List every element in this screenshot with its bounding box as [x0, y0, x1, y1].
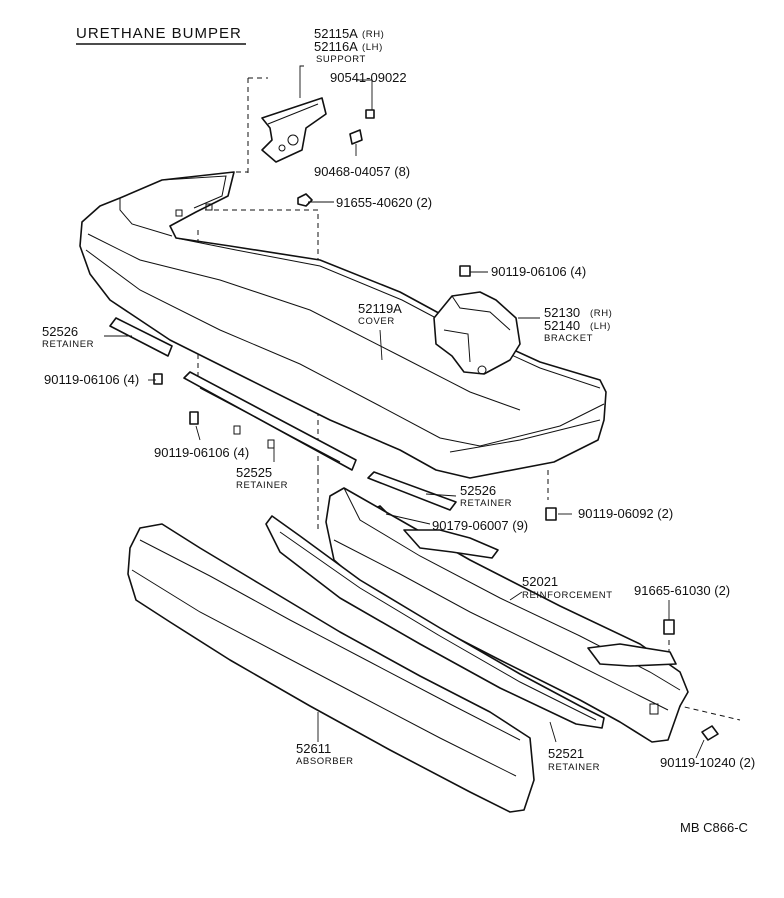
support-rh-tag: (RH): [362, 29, 384, 40]
label-retainer-left: 52526 RETAINER: [42, 324, 94, 350]
retainer-center-name: RETAINER: [236, 480, 288, 491]
absorber-number: 52611: [296, 741, 331, 756]
retainer-left-number: 52526: [42, 324, 78, 339]
cover-number: 52119A: [358, 301, 402, 316]
bolt-90119-left: [153, 373, 163, 385]
absorber-name: ABSORBER: [296, 756, 354, 767]
bracket-lh-number: 52140: [544, 318, 580, 333]
label-90541: 90541-09022: [330, 70, 407, 85]
retainer-right-name: RETAINER: [460, 498, 512, 509]
label-91655: 91655-40620 (2): [336, 195, 432, 210]
label-90179: 90179-06007 (9): [432, 518, 528, 533]
retainer-left: [109, 317, 173, 357]
label-90119-bracket: 90119-06106 (4): [491, 264, 586, 279]
absorber: [127, 523, 535, 813]
bracket-rh-tag: (RH): [590, 308, 612, 319]
bracket-name: BRACKET: [544, 333, 593, 344]
label-90119-10240: 90119-10240 (2): [660, 755, 755, 770]
support-rh-number: 52115A: [314, 26, 358, 41]
bolt-91655: [297, 193, 313, 207]
diagram-title: URETHANE BUMPER: [76, 25, 242, 42]
support-lh-tag: (LH): [362, 42, 383, 53]
label-91665: 91665-61030 (2): [634, 583, 730, 598]
support-lh-number: 52116A: [314, 39, 358, 54]
bolt-90119-right: [545, 507, 557, 521]
label-retainer-center: 52525 RETAINER: [236, 465, 288, 491]
bumper-cover: [79, 171, 607, 479]
retainer-lower: [265, 515, 605, 729]
label-reinforcement: 52021 REINFORCEMENT: [522, 574, 613, 601]
retainer-center: [183, 371, 357, 471]
retainer-right: [367, 471, 457, 511]
retainer-center-number: 52525: [236, 465, 272, 480]
bracket-lh-tag: (LH): [590, 321, 611, 332]
retainer-left-name: RETAINER: [42, 339, 94, 350]
bolt-90119-bracket: [459, 265, 471, 277]
retainer-lower-name: RETAINER: [548, 762, 600, 773]
label-bracket: 52130 (RH) 52140 (LH) BRACKET: [544, 305, 612, 344]
reinforcement-number: 52021: [522, 574, 558, 589]
bracket-rh-number: 52130: [544, 305, 580, 320]
label-retainer-lower: 52521 RETAINER: [548, 746, 600, 773]
label-90468: 90468-04057 (8): [314, 164, 410, 179]
reinforcement-name: REINFORCEMENT: [522, 590, 613, 601]
bolt-90119-10240: [701, 725, 719, 741]
bolt-91665: [663, 619, 675, 635]
retainer-lower-number: 52521: [548, 746, 584, 761]
label-absorber: 52611 ABSORBER: [296, 741, 354, 767]
support-bracket: [261, 97, 327, 163]
label-cover: 52119A COVER: [358, 301, 402, 327]
leader-lines: [104, 65, 705, 759]
label-retainer-right: 52526 RETAINER: [460, 483, 512, 509]
support-name: SUPPORT: [316, 54, 366, 65]
bolt-90119-center: [189, 411, 199, 425]
cover-name: COVER: [358, 316, 395, 327]
label-support: 52115A (RH) 52116A (LH) SUPPORT: [314, 26, 384, 65]
clip-90468: [349, 129, 363, 145]
side-bracket: [433, 291, 521, 375]
label-90119-06092: 90119-06092 (2): [578, 506, 673, 521]
reinforcement: [325, 487, 689, 743]
retainer-right-number: 52526: [460, 483, 496, 498]
label-90119-left: 90119-06106 (4): [44, 372, 139, 387]
label-90119-center: 90119-06106 (4): [154, 445, 249, 460]
diagram-code: MB C866-C: [680, 820, 748, 835]
bolt-90541: [365, 109, 375, 119]
